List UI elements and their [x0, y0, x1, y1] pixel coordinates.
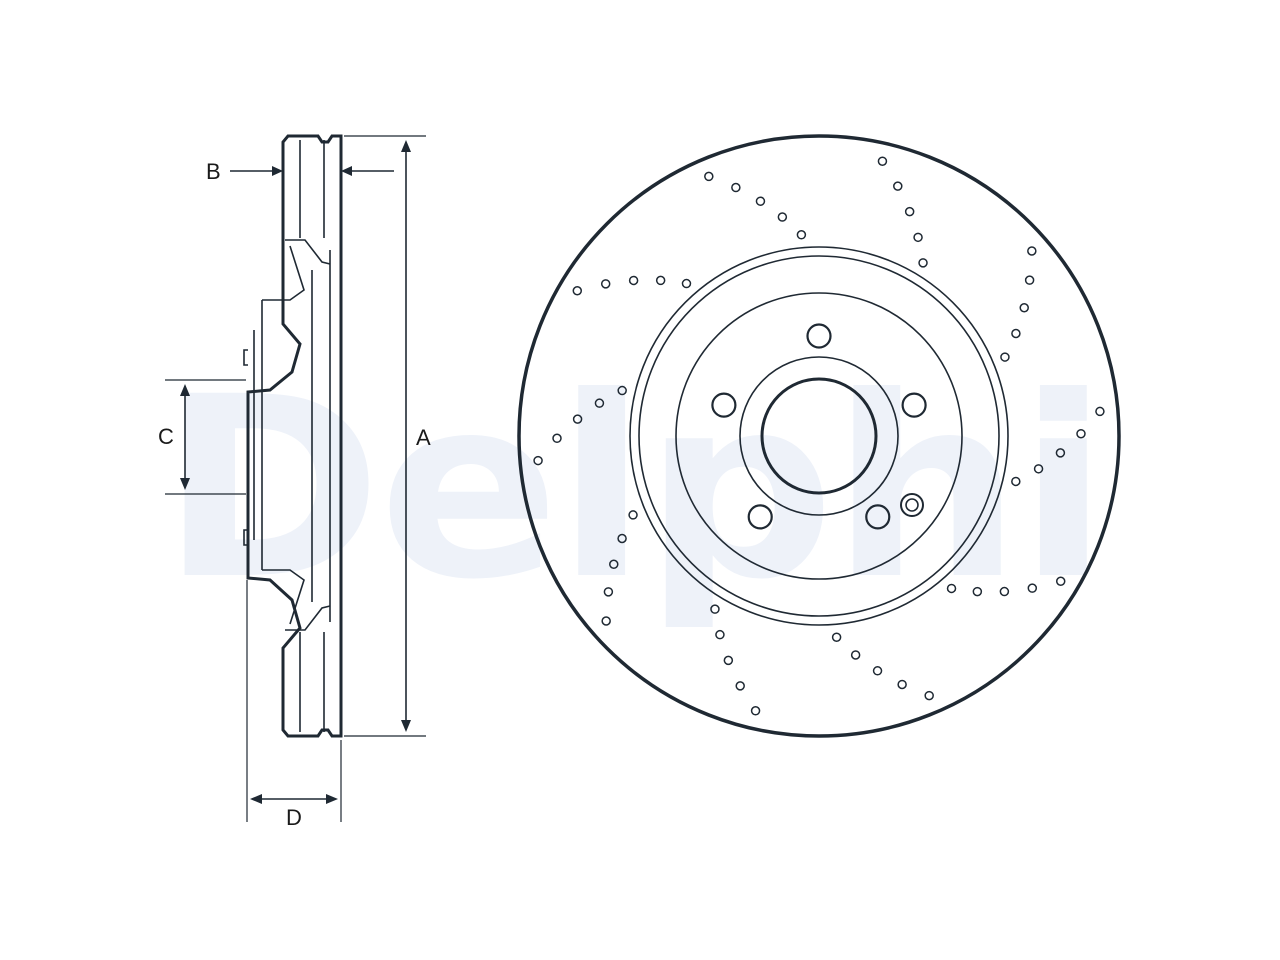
drilled-hole [731, 182, 741, 193]
drilled-hole [1019, 303, 1029, 313]
drilled-hole [655, 275, 666, 286]
drilled-hole [704, 171, 714, 182]
disc-hat-edge [638, 255, 1000, 617]
disc-hub-face [739, 356, 899, 516]
dimension-c-label: C [158, 424, 174, 449]
drilled-hole [628, 510, 638, 520]
drilled-hole [893, 181, 903, 191]
disc-hub-step [675, 292, 963, 580]
drilled-hole [617, 533, 627, 544]
bolt-hole [901, 392, 927, 418]
drilled-hole [735, 681, 745, 691]
disc-front-face [517, 134, 1121, 738]
bolt-hole [711, 392, 737, 418]
drilled-hole [628, 275, 639, 286]
drilled-hole [897, 679, 907, 690]
disc-inner-face-lines [253, 140, 331, 732]
drilled-hole [1027, 583, 1038, 593]
drilled-hole [850, 650, 861, 660]
drilled-hole [1011, 328, 1021, 339]
drilled-hole [796, 230, 807, 240]
drilled-hole [1011, 476, 1021, 487]
drilled-hole [600, 279, 611, 289]
drilled-hole [972, 586, 983, 597]
drilled-hole [710, 604, 720, 614]
drilled-holes [533, 156, 1105, 716]
drilled-hole [924, 690, 934, 701]
drilled-hole [594, 398, 605, 408]
disc-friction-ring-inner [629, 246, 1009, 626]
drilled-hole [681, 278, 692, 289]
dimension-c: C [158, 379, 246, 495]
drilled-hole [1095, 406, 1105, 417]
dimension-a-label: A [416, 425, 431, 450]
drilled-hole [617, 385, 627, 396]
drilled-hole [750, 706, 761, 716]
drilled-hole [723, 655, 734, 666]
drilled-hole [831, 632, 842, 642]
drilled-hole [918, 258, 928, 268]
drilled-hole [552, 433, 562, 444]
locating-screw-hole [900, 493, 924, 517]
drilled-hole [877, 156, 888, 166]
drilled-hole [603, 587, 614, 597]
dimension-d: D [246, 580, 342, 830]
dimension-d-label: D [286, 805, 302, 830]
drilled-hole [609, 559, 619, 569]
drilled-hole [1055, 448, 1066, 458]
disc-section-outline [246, 134, 343, 738]
bolt-hole [747, 504, 773, 530]
drilled-hole [601, 616, 611, 626]
disc-hat-bottom [262, 569, 331, 631]
disc-hub-notches [243, 349, 248, 546]
drilled-hole [533, 455, 543, 466]
disc-outer-rim [517, 134, 1121, 738]
drilled-hole [1055, 576, 1066, 586]
disc-side-profile [243, 134, 343, 738]
bolt-holes [711, 323, 927, 530]
drilled-hole [572, 286, 583, 296]
dimension-b-label: B [206, 159, 221, 184]
drilled-hole [777, 212, 788, 222]
bolt-hole [865, 504, 891, 530]
bolt-hole [806, 323, 832, 349]
drilled-hole [1033, 464, 1044, 474]
drilled-hole [946, 583, 957, 594]
drilled-hole [999, 586, 1010, 597]
drilled-hole [872, 666, 883, 676]
drilled-hole [1000, 352, 1010, 362]
drilled-hole [715, 629, 725, 640]
drilled-hole [1027, 246, 1037, 256]
brand-watermark: Delphi [160, 343, 1105, 634]
disc-center-bore [760, 377, 878, 495]
drilled-hole [572, 414, 583, 424]
drilled-hole [1024, 275, 1035, 285]
drilled-hole [913, 232, 923, 243]
drilled-hole [755, 196, 766, 206]
dimension-a: A [344, 135, 431, 737]
drilled-hole [1076, 428, 1086, 439]
dimension-b: B [206, 159, 394, 184]
drilled-hole [904, 206, 915, 217]
disc-hat-top [262, 239, 331, 301]
